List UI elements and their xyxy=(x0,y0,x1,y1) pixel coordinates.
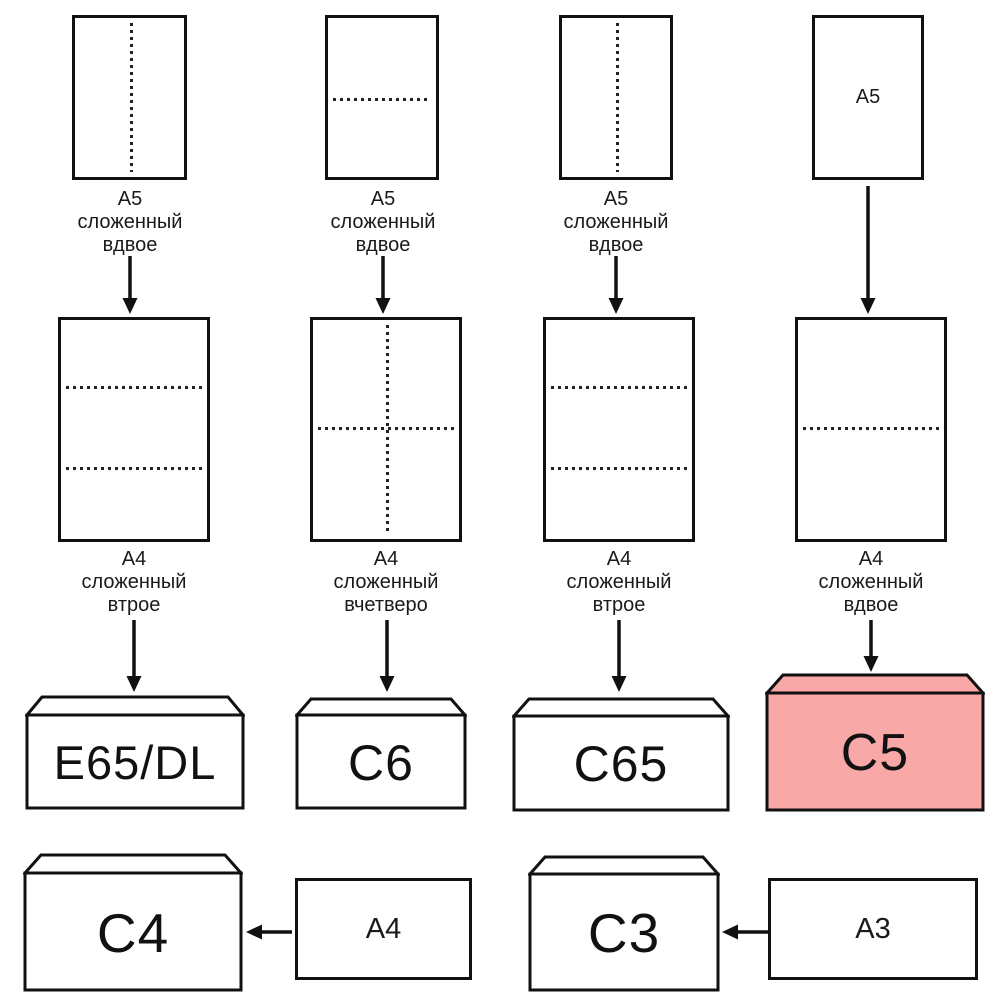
envelope-shape xyxy=(512,697,730,812)
arrow-down-icon xyxy=(863,620,879,672)
fold-line-vertical xyxy=(129,23,133,172)
caption-line: вдвое xyxy=(843,594,899,616)
envelope-shape xyxy=(528,855,720,992)
arrow-down-icon xyxy=(126,620,142,692)
caption-line: A5 xyxy=(370,188,396,210)
caption-line: A5 xyxy=(603,188,629,210)
caption-line: втрое xyxy=(592,594,646,616)
a4-sheet-col4 xyxy=(795,317,947,542)
caption-a4-col4: A4 сложенный вдвое xyxy=(781,548,961,617)
envelope-c6: C6 xyxy=(295,697,467,810)
caption-line: вдвое xyxy=(355,234,411,256)
envelope-label: C65 xyxy=(573,736,669,792)
envelope-label: C5 xyxy=(840,723,910,782)
envelope-c4: C4 xyxy=(23,853,243,992)
caption-a5-col1: A5 сложенный вдвое xyxy=(40,188,220,257)
envelope-c3: C3 xyxy=(528,855,720,992)
caption-line: сложенный xyxy=(333,571,439,593)
fold-line-horizontal xyxy=(66,466,202,470)
fold-line-vertical xyxy=(616,23,619,172)
fold-line-vertical xyxy=(386,325,389,534)
a5-sheet-col3 xyxy=(559,15,673,180)
fold-line-horizontal xyxy=(551,466,687,470)
envelope-label: C4 xyxy=(96,901,170,964)
sheet-label: A3 xyxy=(855,912,891,945)
a4-sheet-col2 xyxy=(310,317,462,542)
a5-sheet-col2 xyxy=(325,15,439,180)
caption-line: сложенный xyxy=(81,571,187,593)
envelope-shape xyxy=(25,695,245,810)
arrow-left-icon xyxy=(722,924,768,940)
caption-line: вдвое xyxy=(102,234,158,256)
a4-sheet-col1 xyxy=(58,317,210,542)
caption-line: сложенный xyxy=(566,571,672,593)
arrow-down-icon xyxy=(608,256,624,314)
caption-a5-col2: A5 сложенный вдвое xyxy=(293,188,473,257)
envelope-shape xyxy=(23,853,243,992)
caption-line: A4 xyxy=(121,548,147,570)
caption-line: сложенный xyxy=(818,571,924,593)
fold-line-horizontal xyxy=(551,385,687,389)
caption-line: сложенный xyxy=(77,211,183,233)
caption-line: втрое xyxy=(107,594,161,616)
envelope-c65: C65 xyxy=(512,697,730,812)
arrow-down-icon xyxy=(375,256,391,314)
caption-a4-col2: A4 сложенный вчетверо xyxy=(296,548,476,617)
caption-a5-col3: A5 сложенный вдвое xyxy=(526,188,706,257)
sheet-label: A4 xyxy=(365,912,402,945)
caption-line: A4 xyxy=(858,548,884,570)
caption-line: A4 xyxy=(373,548,399,570)
caption-line: сложенный xyxy=(563,211,669,233)
envelope-label: C3 xyxy=(587,902,661,964)
arrow-down-icon xyxy=(379,620,395,692)
a5-sheet-col1 xyxy=(72,15,187,180)
a3-sheet-bottom: A3 xyxy=(768,878,978,980)
arrow-left-icon xyxy=(246,924,292,940)
caption-a4-col1: A4 сложенный втрое xyxy=(44,548,224,617)
envelope-e65dl: E65/DL xyxy=(25,695,245,810)
envelope-label: C6 xyxy=(348,734,414,791)
fold-line-horizontal xyxy=(66,385,202,389)
envelope-c5: C5 xyxy=(765,673,985,812)
arrow-down-icon xyxy=(122,256,138,314)
caption-line: A5 xyxy=(117,188,143,210)
envelope-shape xyxy=(295,697,467,810)
caption-a4-col3: A4 сложенный втрое xyxy=(529,548,709,617)
a4-sheet-bottom: A4 xyxy=(295,878,472,980)
sheet-label: A5 xyxy=(855,86,881,108)
arrow-down-icon xyxy=(860,186,876,314)
fold-line-horizontal xyxy=(333,97,431,101)
arrow-down-icon xyxy=(611,620,627,692)
a4-sheet-col3 xyxy=(543,317,695,542)
caption-line: вдвое xyxy=(588,234,644,256)
caption-line: A4 xyxy=(606,548,632,570)
envelope-label: E65/DL xyxy=(53,736,217,789)
fold-line-horizontal xyxy=(803,427,939,431)
caption-line: вчетверо xyxy=(344,594,428,616)
caption-line: сложенный xyxy=(330,211,436,233)
a5-sheet-col4: A5 xyxy=(812,15,924,180)
envelope-shape xyxy=(765,673,985,812)
